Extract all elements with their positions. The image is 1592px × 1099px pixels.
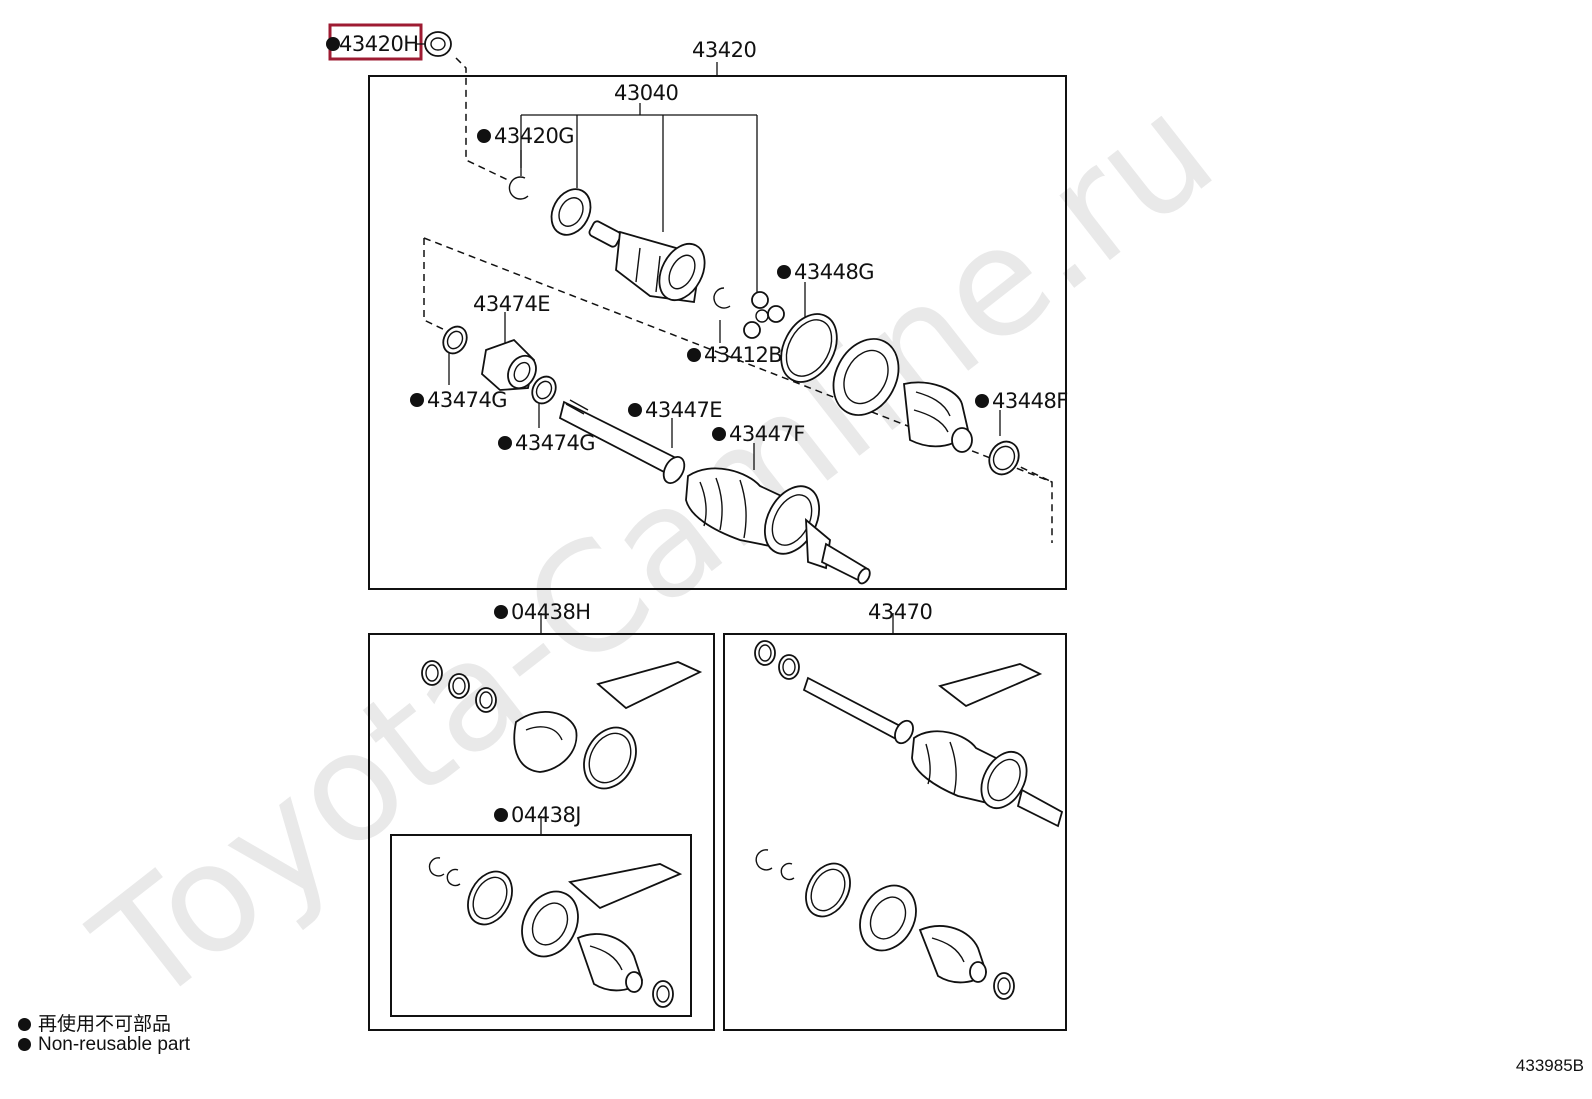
- nonreusable-dot: [628, 403, 642, 417]
- nonreusable-dot: [975, 394, 989, 408]
- assembly-43470-parts: [754, 640, 1064, 1000]
- tripod-shape: [743, 291, 785, 339]
- leader-lines: [448, 62, 1001, 835]
- watermark: Toyota-Camline.ru: [64, 63, 1245, 1039]
- kit-04438H-parts: [421, 660, 703, 790]
- legend-dot: [18, 1018, 31, 1031]
- part-number-43040[interactable]: 43040: [614, 81, 679, 105]
- frame-43470: [723, 633, 1067, 1031]
- inboard-boot-shape: [832, 338, 973, 453]
- nonreusable-dot: [687, 348, 701, 362]
- part-number-43420G[interactable]: 43420G: [494, 124, 575, 148]
- damper-shape: [481, 338, 537, 391]
- nonreusable-dot: [326, 37, 340, 51]
- part-number-43474G-left[interactable]: 43474G: [427, 388, 508, 412]
- part-number-43447F[interactable]: 43447F: [729, 422, 805, 446]
- nonreusable-dot: [777, 265, 791, 279]
- part-number-04438H[interactable]: 04438H: [511, 600, 591, 624]
- part-number-43448G[interactable]: 43448G: [794, 260, 875, 284]
- nonreusable-dot: [494, 605, 508, 619]
- assembly-43420-parts: [424, 31, 1020, 585]
- legend-text-japanese: 再使用不可部品: [38, 1014, 172, 1035]
- part-number-43474E[interactable]: 43474E: [473, 292, 551, 316]
- nonreusable-dot: [494, 808, 508, 822]
- nonreusable-dot: [498, 436, 512, 450]
- inboard-joint-shape: [588, 220, 706, 304]
- part-number-43420[interactable]: 43420: [692, 38, 757, 62]
- part-number-43420H[interactable]: 43420H: [339, 32, 419, 56]
- part-number-43470[interactable]: 43470: [868, 600, 933, 624]
- kit-04438J-parts: [428, 857, 683, 1008]
- shaft-shape: [558, 399, 686, 484]
- nonreusable-dot: [712, 427, 726, 441]
- legend-dot: [18, 1038, 31, 1051]
- outboard-joint-shape: [685, 467, 871, 585]
- nonreusable-dot: [477, 129, 491, 143]
- nonreusable-dot: [410, 393, 424, 407]
- seal-43420H-shape: [424, 31, 452, 57]
- legend-text-english: Non-reusable part: [38, 1034, 191, 1055]
- part-number-04438J[interactable]: 04438J: [511, 803, 582, 827]
- legend-japanese: 再使用不可部品: [18, 1009, 171, 1036]
- dashed-guides: [423, 57, 1053, 543]
- legend-english: Non-reusable part: [18, 1034, 190, 1056]
- part-number-43447E[interactable]: 43447E: [645, 398, 723, 422]
- part-number-43412B[interactable]: 43412B: [704, 343, 783, 367]
- part-number-43448F[interactable]: 43448F: [992, 389, 1068, 413]
- diagram-code: 433985B: [1515, 1056, 1584, 1075]
- part-number-43474G-right[interactable]: 43474G: [515, 431, 596, 455]
